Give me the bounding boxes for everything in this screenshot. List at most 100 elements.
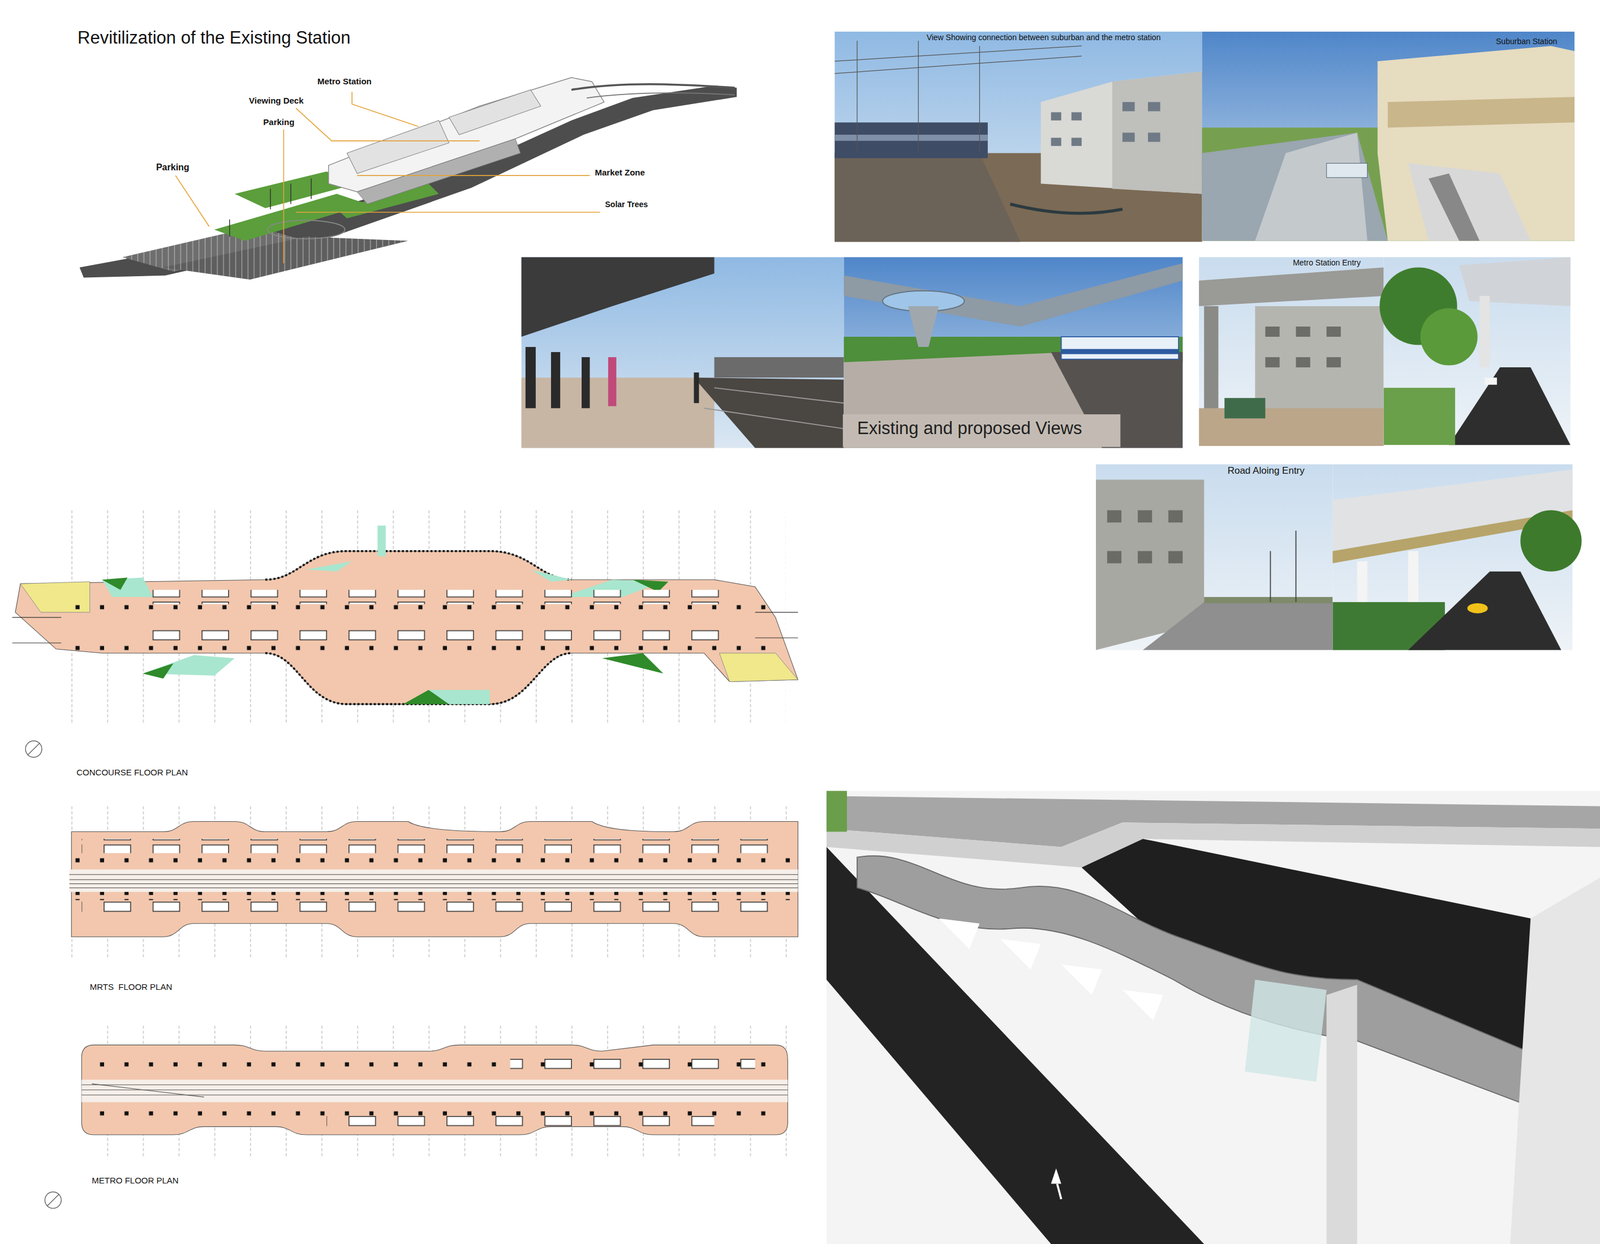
concourse-plan-part [61,603,776,612]
photo-suburban-render-part [1428,173,1480,242]
photo-suburban-render-part [1387,96,1575,128]
site-isometric-part [328,77,605,192]
photo-existing-platform-part-part [551,351,561,408]
photo-existing-connection-part [1041,71,1203,194]
station-render-part [826,790,847,832]
metro-plan-part [81,1079,788,1103]
concourse-plan-part [719,652,799,682]
metro-plan-part-part [81,1089,788,1090]
photo-suburban-render-part [1408,162,1531,241]
photo-metro-entry-existing-part-part [1265,357,1280,368]
photo-existing-connection-part-part [1071,137,1082,146]
metro-plan-part [46,1193,60,1207]
photo-existing-connection-part-part [1071,112,1082,120]
site-isometric [79,77,738,280]
plan-title: CONCOURSE FLOOR PLAN [76,767,188,777]
site-isometric-part [449,89,541,135]
station-render-part [1326,984,1358,1244]
photo-existing-platform-part [521,256,845,448]
concourse-plan-part [265,652,572,704]
mrts-plan-part [69,869,799,892]
photo-road-entry-existing-part-part [1270,551,1272,602]
mrts-plan-part-part [69,883,799,884]
photo-existing-connection-part [834,31,1202,242]
photo-existing-platform-part [525,346,700,408]
photo-metro-entry-existing-part [1203,306,1219,419]
site-isometric-part [586,92,735,98]
mrts-plan [69,805,799,959]
photo-metro-entry-existing-part [1254,306,1384,419]
concourse-plan-part [25,740,42,758]
photo-suburban-render-part [1202,132,1388,241]
photo-metro-entry-existing-part [1265,326,1341,368]
photo-road-entry-existing-part-part [1107,510,1122,523]
concourse-plan-part [27,742,41,756]
photo-metro-entry-proposed-part [1479,295,1490,368]
photo-existing-platform-part [703,387,844,429]
metro-plan-part-part [81,1084,788,1085]
station-render-part-part [1000,938,1042,970]
photo-proposed-platform-part [842,414,1121,447]
photo-metro-entry-proposed-part [1420,308,1478,366]
photo-suburban-render-part [1326,162,1368,178]
photo-existing-connection-part-part [1147,101,1161,111]
photo-existing-connection-part-part [918,40,919,153]
photo-existing-connection-part-part [1051,137,1062,146]
photo-metro-entry-existing-part-part [1326,326,1341,337]
photo-existing-platform [521,256,845,448]
concourse-plan-part [530,569,572,582]
mrts-plan-part-part [69,874,799,875]
photo-existing-connection-part-part [856,40,858,153]
photo-caption: Road Aloing Entry [1227,465,1305,477]
photo-existing-connection-part-part [1122,132,1135,142]
photo-caption: Existing and proposed Views [857,418,1083,439]
station-render-part [1057,1183,1062,1199]
photo-existing-connection-part [834,152,1021,242]
part-label: Solar Trees [605,199,649,209]
photo-existing-connection-part [1112,71,1203,194]
station-render-part [826,790,1600,1244]
mrts-plan-part [69,805,799,959]
concourse-plan-part [101,577,128,591]
photo-existing-connection-part-part [1122,101,1135,111]
photo-existing-connection-part [1010,204,1123,214]
photo-metro-entry-existing-part-part [1296,326,1311,337]
photo-existing-connection-part [834,122,988,158]
photo-road-entry-proposed-part [1467,603,1488,614]
mrts-plan-part [69,874,799,888]
metro-plan [44,1025,788,1208]
concourse-plan-part [12,612,799,643]
photo-suburban-render-part [1202,31,1575,242]
concourse-plan-part-part [12,642,62,643]
photo-road-entry-existing-part-part [1168,510,1183,523]
plan-title: MRTS FLOOR PLAN [89,981,173,992]
station-render-part [1510,877,1600,1244]
photo-road-entry-existing-part [1095,463,1333,650]
concourse-plan [12,510,799,758]
photo-existing-platform-part-part [714,387,845,403]
photo-existing-platform-part-part [703,407,844,429]
station-render-part [938,918,1164,1021]
photo-proposed-platform-part [844,256,1184,448]
photo-road-entry-proposed-part [1408,571,1562,651]
site-isometric-part [290,183,291,205]
metro-plan-part [326,1111,715,1126]
photo-proposed-platform-part [844,263,1184,327]
mrts-plan-part [81,838,786,853]
photo-caption: Suburban Station [1495,36,1558,46]
photo-proposed-platform-part [1061,336,1179,360]
photo-suburban-render-part [1377,45,1575,241]
part-label: Market Zone [594,167,645,178]
concourse-plan-part [601,652,664,674]
photo-road-entry-existing-part [1270,530,1296,602]
metro-plan-part [510,1054,756,1069]
photo-metro-entry-proposed-part [1448,367,1571,445]
photo-existing-platform-part [521,377,715,448]
photo-metro-entry-existing [1198,256,1384,446]
leader-lines-part [295,211,600,213]
photo-existing-platform-part-part [693,372,699,403]
photo-proposed-platform [842,256,1184,448]
concourse-plan-part [265,551,572,580]
concourse-plan-part [306,561,352,572]
